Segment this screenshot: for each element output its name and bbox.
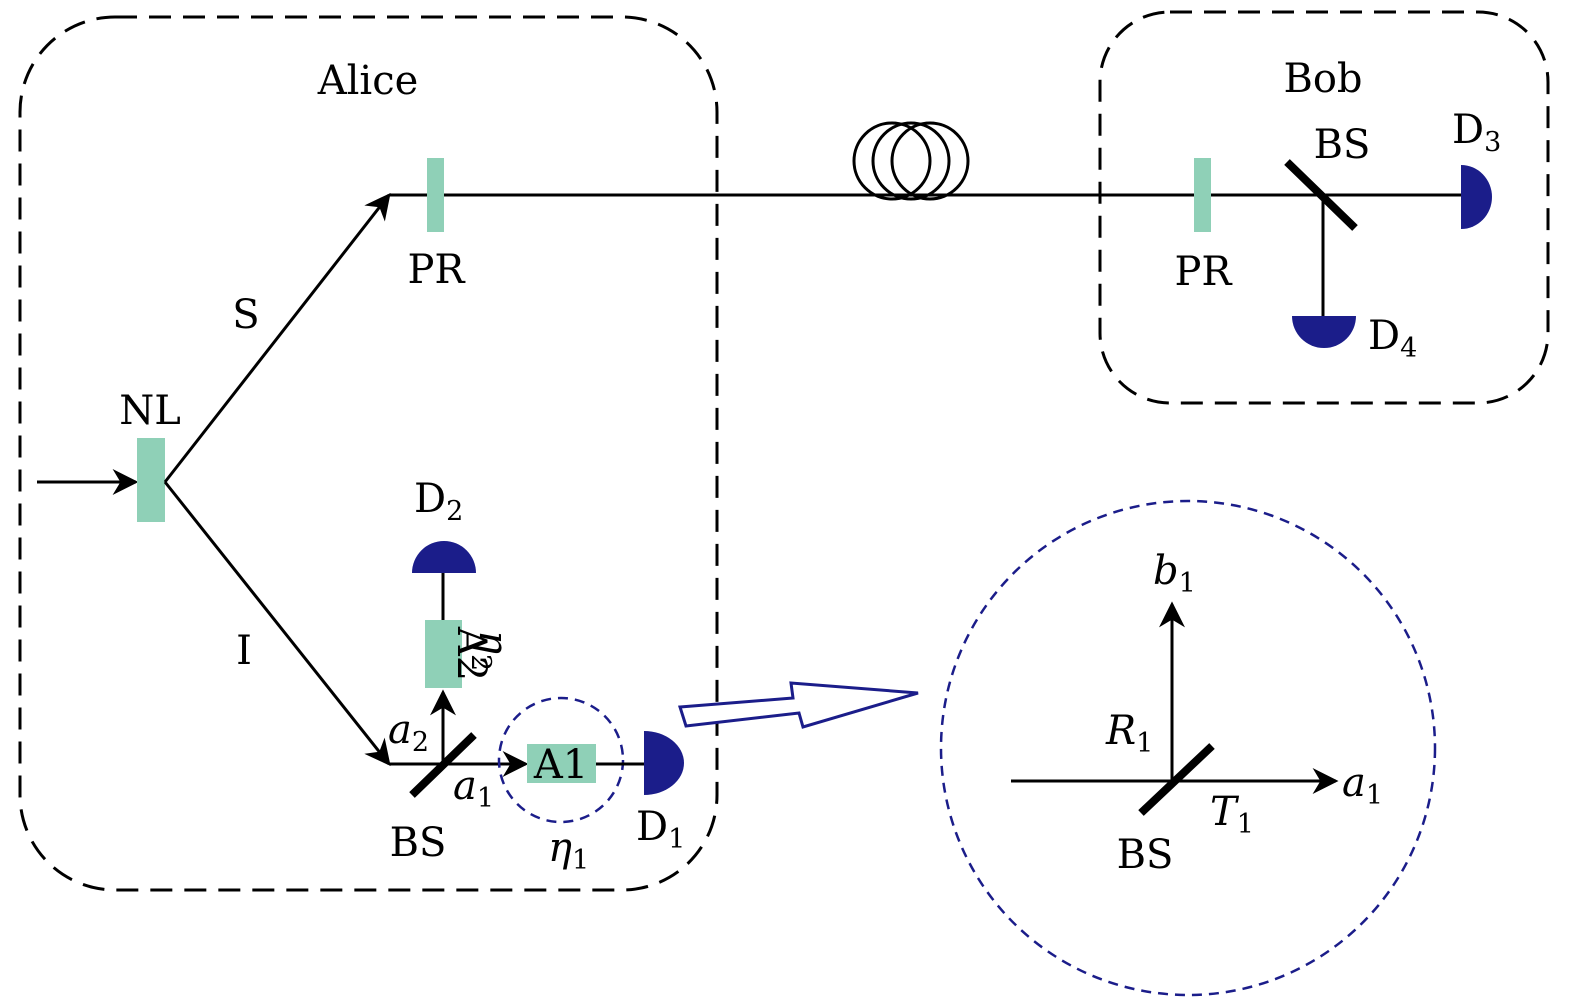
zoom-b1-label: b1 [1153,548,1196,599]
zoom-source-circle [497,696,625,824]
d4-label: D4 [1368,313,1417,364]
d2-detector-icon [412,541,476,573]
attenuator-a1-label: A1 [533,742,588,788]
d2-label: D2 [414,476,463,527]
zoom-circle [939,499,1437,997]
signal-beam [163,192,391,483]
nl-label: NL [119,388,181,434]
signal-label: S [232,292,259,338]
zoom-a1-label: a1 [1342,760,1383,811]
d3-label: D3 [1452,107,1501,158]
eta2-label: η2 [465,630,516,671]
d1-detector-icon [644,731,684,795]
alice-beam-splitter-icon [409,732,477,798]
bob-box [1098,10,1550,405]
alice-bs-label: BS [390,820,447,866]
zoom-t1-label: T1 [1210,789,1254,840]
bob-pr-label: PR [1174,249,1233,295]
alice-mode-a2-label: a2 [388,707,429,758]
zoom-bs-label: BS [1117,832,1174,878]
attenuator-a2-label: A2 [448,626,494,681]
nonlinear-crystal [137,438,165,522]
bob-title: Bob [1283,56,1362,102]
zoom-r1-label: R1 [1105,708,1153,759]
d4-detector-icon [1292,316,1356,348]
attenuator-a1 [527,744,596,783]
alice-pr-label: PR [407,247,466,293]
d3-detector-icon [1461,165,1492,229]
alice-title: Alice [317,58,419,104]
bob-bs-label: BS [1314,122,1371,168]
idler-beam [163,481,391,767]
idler-label: I [236,628,252,674]
attenuator-a2 [425,620,462,688]
eta1-label: η1 [548,825,589,876]
fiber-coil-icon [852,121,970,201]
bob-polarization-rotator [1194,158,1211,232]
bob-beam-splitter-icon [1284,159,1358,231]
alice-box [18,15,719,892]
hollow-arrow-icon [678,681,919,729]
alice-polarization-rotator [427,158,444,232]
zoom-beam-splitter-icon [1138,743,1215,816]
d1-label: D1 [636,804,685,855]
alice-mode-a1-label: a1 [453,763,494,814]
